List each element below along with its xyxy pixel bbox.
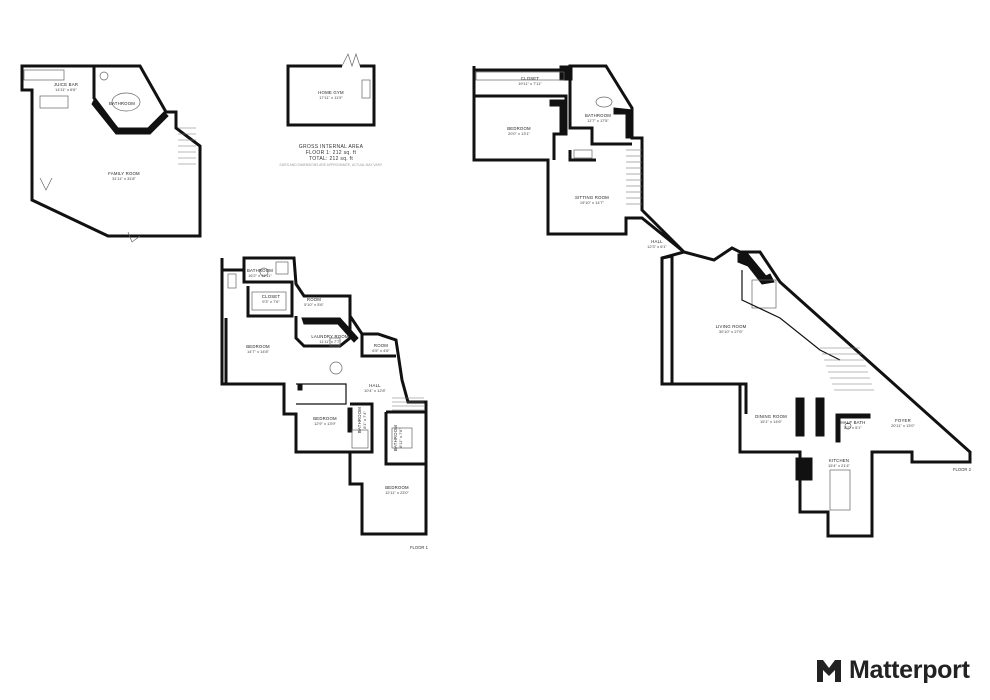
- hall-b-name: HALL: [369, 383, 381, 388]
- kitchen-name: KITCHEN: [829, 458, 849, 463]
- juice-bar-dims: 14'11" x 6'6": [55, 87, 77, 92]
- family-room-name: FAMILY ROOM: [108, 171, 140, 176]
- bathroom-b3-dims: 8'11" x 7'8": [398, 428, 403, 448]
- floor-2-label: FLOOR 2: [953, 467, 972, 472]
- plan-floor-1: BATHROOM 16'2" x 11'11" CLOSET 9'3" x 7'…: [220, 256, 429, 550]
- bedroom-b1-dims: 14'7" x 14'8": [247, 349, 270, 354]
- half-bath-dims: 8'2" x 5'1": [844, 425, 862, 430]
- room-b1-dims: 5'10" x 5'6": [304, 302, 324, 307]
- bedroom-b2-dims: 12'9" x 13'9": [314, 421, 337, 426]
- area-summary: GROSS INTERNAL AREA FLOOR 1: 212 sq. ft …: [279, 144, 383, 167]
- dining-room-name: DINING ROOM: [755, 414, 787, 419]
- area-note: SIZES AND DIMENSIONS ARE APPROXIMATE, AC…: [279, 163, 383, 167]
- bathroom-c-dims: 11'7" x 17'5": [587, 118, 609, 123]
- closet-b-dims: 9'3" x 7'6": [262, 299, 280, 304]
- room-b2-name: ROOM: [374, 343, 388, 348]
- area-title: GROSS INTERNAL AREA: [299, 144, 364, 150]
- area-floor-line: FLOOR 1: 212 sq. ft: [306, 150, 357, 156]
- bedroom-b3-name: BEDROOM: [385, 485, 409, 490]
- foyer-name: FOYER: [895, 418, 911, 423]
- bathroom-b-name: BATHROOM: [247, 268, 273, 273]
- matterport-logo-icon: [817, 660, 841, 682]
- bathroom-b2-dims: 8'1" x 7'4": [362, 411, 367, 429]
- bedroom-c-name: BEDROOM: [507, 126, 531, 131]
- bedroom-b1-name: BEDROOM: [246, 344, 270, 349]
- floor-1-label: FLOOR 1: [410, 545, 429, 550]
- closet-b-name: CLOSET: [262, 294, 281, 299]
- dining-room-dims: 15'1" x 14'6": [760, 419, 783, 424]
- brand-name: Matterport: [849, 655, 970, 684]
- hall-b-dims: 10'4" x 12'8": [364, 388, 387, 393]
- brand-mark: Matterport: [815, 655, 970, 685]
- family-room-dims: 31'11" x 31'8": [112, 176, 136, 181]
- bathroom-b-dims: 16'2" x 11'11": [248, 273, 272, 278]
- bathroom-c-name: BATHROOM: [585, 113, 611, 118]
- home-gym-name: HOME GYM: [318, 90, 344, 95]
- closet-c-dims: 19'11" x 7'11": [518, 81, 542, 86]
- living-room-name: LIVING ROOM: [716, 324, 747, 329]
- closet-c-name: CLOSET: [521, 76, 540, 81]
- plan-home-gym: HOME GYM 17'11" x 11'9": [286, 52, 376, 127]
- living-room-dims: 30'10" x 27'6": [719, 329, 744, 334]
- foyer-dims: 20'11" x 13'0": [891, 423, 915, 428]
- plan-floor-2: CLOSET 19'11" x 7'11" BEDROOM 20'0" x 13…: [472, 64, 972, 538]
- half-bath-name: HALF BATH: [840, 420, 865, 425]
- juice-bar-name: JUICE BAR: [54, 82, 78, 87]
- area-total-line: TOTAL: 212 sq. ft: [309, 156, 353, 162]
- hall-c-dims: 12'3" x 6'1": [647, 244, 667, 249]
- bedroom-b3-dims: 12'11" x 23'0": [385, 490, 409, 495]
- kitchen-dims: 15'4" x 21'4": [828, 463, 851, 468]
- bedroom-c-dims: 20'0" x 13'1": [508, 131, 531, 136]
- home-gym-dims: 17'11" x 11'9": [319, 95, 343, 100]
- laundry-dims: 11'11" x 7'7": [319, 339, 341, 344]
- plan-family-room-level: JUICE BAR 14'11" x 6'6" BATHROOM FAMILY …: [20, 64, 202, 243]
- laundry-name: LAUNDRY ROOM: [311, 334, 349, 339]
- bathroom-a-name: BATHROOM: [109, 101, 135, 106]
- bedroom-b2-name: BEDROOM: [313, 416, 337, 421]
- sitting-room-name: SITTING ROOM: [575, 195, 609, 200]
- sitting-room-dims: 19'10" x 14'7": [580, 200, 605, 205]
- bathroom-b3-name: BATHROOM: [393, 425, 398, 451]
- bathroom-b2-name: BATHROOM: [357, 407, 362, 433]
- hall-c-name: HALL: [651, 239, 663, 244]
- room-b1-name: ROOM: [307, 297, 321, 302]
- room-b2-dims: 6'5" x 4'6": [372, 348, 390, 353]
